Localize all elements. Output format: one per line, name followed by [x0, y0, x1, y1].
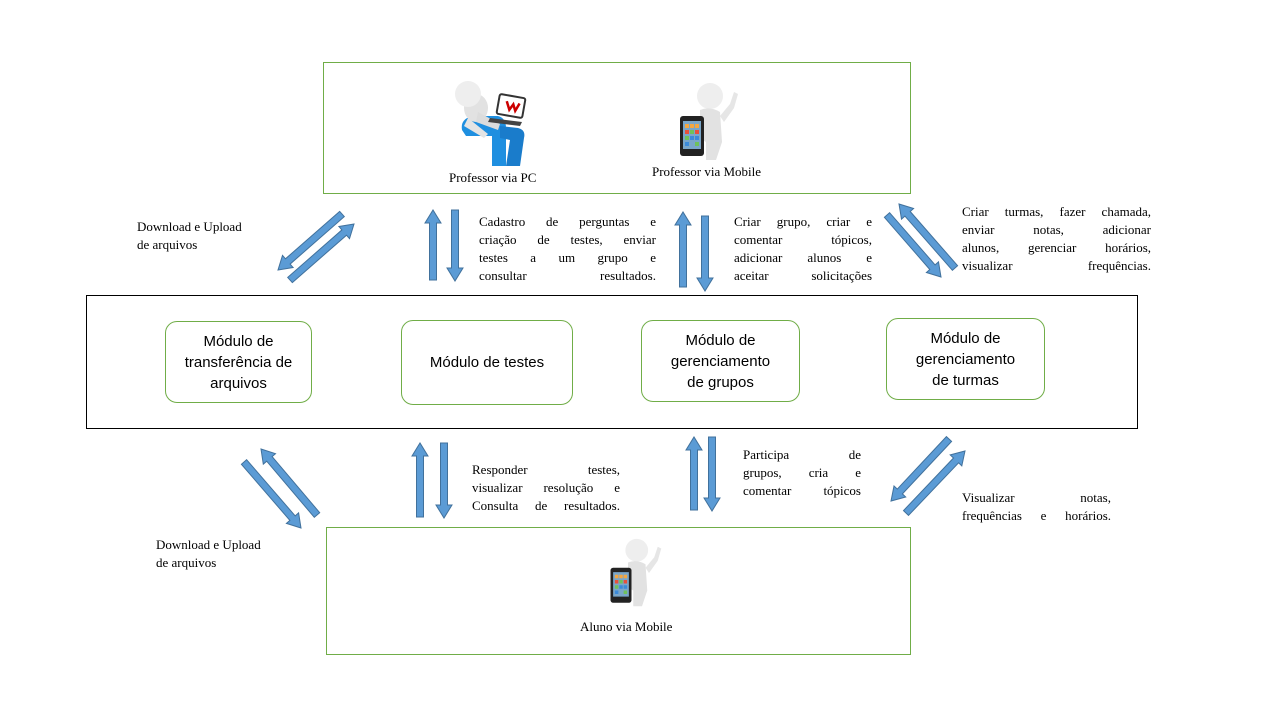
arrow-bottom-classes-up — [902, 450, 966, 517]
module-file-transfer: Módulo de transferência de arquivos — [165, 321, 312, 403]
arrow-top-tests-up — [424, 209, 442, 281]
arrow-bottom-groups-down — [703, 436, 721, 512]
person-phone-icon — [610, 538, 662, 607]
professor-box — [323, 62, 911, 194]
note-bottom-classes: Visualizar notas, frequências e horários… — [962, 490, 1111, 523]
note-bottom-tests: Responder testes, visualizar resolução e… — [472, 462, 620, 513]
arrow-top-groups-down — [696, 215, 714, 292]
arrow-top-file-down — [277, 210, 346, 271]
arrow-bottom-groups-up — [685, 436, 703, 511]
note-top-tests: Cadastro de perguntas e criação de teste… — [479, 214, 656, 283]
note-top-groups: Criar grupo, criar e comentar tópicos, a… — [734, 214, 872, 283]
aluno-box — [326, 527, 911, 655]
actor-professor-pc: Professor via PC — [449, 170, 537, 185]
module-classes: Módulo de gerenciamento de turmas — [886, 318, 1045, 400]
note-bottom-groups: Participa de grupos, cria e comentar tóp… — [743, 447, 861, 498]
arrow-bottom-file-down — [240, 458, 302, 529]
arrow-top-classes-up — [898, 203, 959, 272]
arrow-top-groups-up — [674, 211, 692, 288]
note-top-classes: Criar turmas, fazer chamada, enviar nota… — [962, 204, 1151, 273]
note-bottom-file: Download e Upload de arquivos — [156, 537, 261, 570]
actor-professor-mobile: Professor via Mobile — [652, 164, 762, 179]
modules-box — [86, 295, 1138, 429]
arrow-top-tests-down — [446, 209, 464, 282]
module-tests: Módulo de testes — [401, 320, 573, 405]
arrow-top-classes-down — [883, 211, 942, 278]
arrow-bottom-tests-down — [435, 442, 453, 519]
arrow-bottom-file-up — [260, 448, 321, 519]
actor-aluno-mobile: Aluno via Mobile — [580, 619, 673, 634]
person-laptop-icon — [455, 81, 527, 166]
arrow-top-file-up — [286, 223, 355, 284]
arrow-bottom-tests-up — [411, 442, 429, 518]
arrow-bottom-classes-down — [890, 435, 953, 502]
person-phone-icon — [680, 83, 738, 160]
note-top-file: Download e Upload de arquivos — [137, 219, 242, 252]
module-groups: Módulo de gerenciamento de grupos — [641, 320, 800, 402]
